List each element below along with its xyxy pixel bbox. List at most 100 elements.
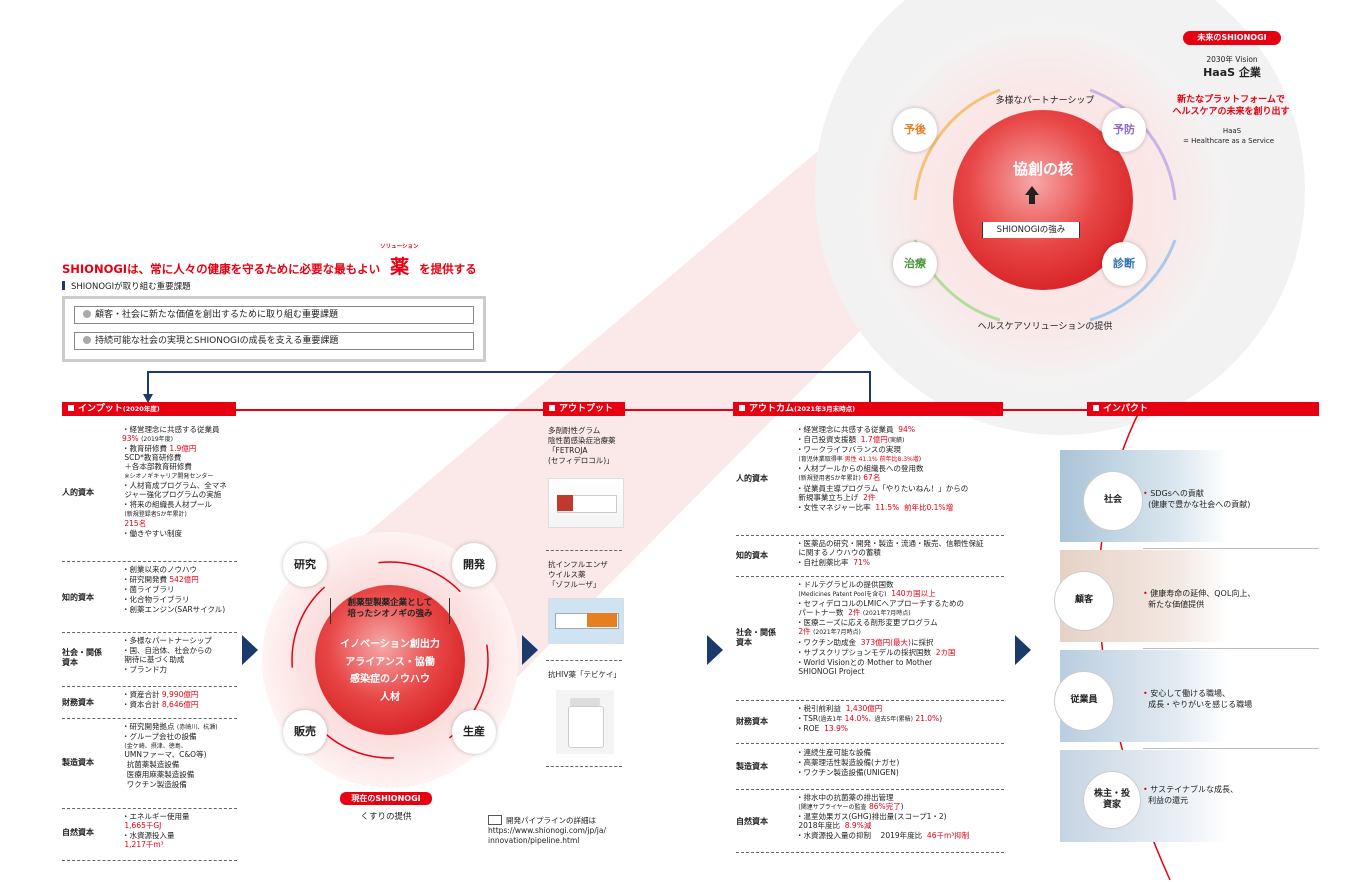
input-manufacturing-label: 製造資本 <box>62 758 94 767</box>
subheading: SHIONOGIが取り組む重要課題 <box>62 281 191 293</box>
vision-tagline-2: ヘルスケアの未来を創り出す <box>1172 107 1290 117</box>
product-image-fetroja <box>548 478 624 528</box>
impact-label-shareholder: 株主・投資家 <box>1083 771 1141 829</box>
headline-text-b: を提供する <box>419 262 477 276</box>
divider <box>736 852 1004 853</box>
node-yobo: 予防 <box>1102 108 1146 152</box>
impact-text-employee: • 安心して働ける職場、 成長・やりがいを感じる職場 <box>1143 689 1253 709</box>
core-strength-label: SHIONOGIの強み <box>982 222 1080 238</box>
ring-arc-purple <box>1089 88 1177 201</box>
core-circle <box>953 110 1133 290</box>
feedback-arrow <box>147 371 871 402</box>
divider <box>736 576 1004 577</box>
core-title: 協創の核 <box>1012 160 1073 178</box>
vision-year: 2030年 Vision <box>1206 55 1258 64</box>
header-line-2 <box>625 409 733 411</box>
outcome-social-items: ・ドルテグラビルの提供国数 (Medicines Patent Poolを含む)… <box>796 580 964 676</box>
node-shindan: 診断 <box>1102 242 1146 286</box>
haas-definition: = Healthcare as a Service <box>1183 137 1275 145</box>
product-image-xofluza <box>548 598 624 644</box>
pipeline-note: 開発パイプラインの詳細は https://www.shionogi.com/jp… <box>488 816 648 846</box>
chevron-right-icon <box>522 635 538 665</box>
divider <box>62 860 237 861</box>
headline-text-a: SHIONOGIは、常に人々の健康を守るために必要な最もよい <box>62 262 381 276</box>
ring-arc-orange <box>913 88 1001 201</box>
chevron-right-icon <box>1015 635 1031 665</box>
node-yogo: 予後 <box>893 108 937 152</box>
monitor-icon <box>488 815 502 825</box>
partnership-label: 多様なパートナーシップ <box>995 96 1095 106</box>
input-intellectual-items: ・創業以来のノウハウ ・研究開発費 542億円 ・菌ライブラリ ・化合物ライブラ… <box>122 565 226 614</box>
current-core-text: イノベーション創出力 アライアンス・協働 感染症のノウハウ 人材 <box>340 639 440 703</box>
feedback-arrowhead <box>143 394 153 403</box>
outcome-manufacturing-items: ・連続生産可能な設備 ・高薬理活性製造設備(ナガセ) ・ワクチン製造設備(UNI… <box>796 748 900 777</box>
current-badge: 現在のSHIONOGI <box>340 792 432 805</box>
input-financial-items: ・資産合計 9,990億円 ・資本合計 8,646億円 <box>122 690 199 709</box>
input-human-label: 人的資本 <box>62 488 94 497</box>
input-social-items: ・多様なパートナーシップ ・国、自治体、社会からの 期待に基づく助成 ・ブランド… <box>122 636 212 674</box>
current-tagline: くすりの提供 <box>360 812 412 822</box>
divider <box>62 686 237 687</box>
divider <box>546 550 622 551</box>
outcome-manufacturing-label: 製造資本 <box>736 762 768 771</box>
node-chiryo: 治療 <box>893 242 937 286</box>
vision-tagline-1: 新たなプラットフォームで <box>1177 95 1285 105</box>
subheading-marker <box>62 281 65 290</box>
headline-ruby: ソリューション <box>380 244 419 250</box>
current-ring <box>291 561 489 759</box>
impact-label-society: 社会 <box>1083 471 1143 531</box>
outcome-financial-label: 財務資本 <box>736 717 768 726</box>
headline: SHIONOGIは、常に人々の健康を守るために必要な最もよい ソリューション 薬… <box>62 244 477 280</box>
input-header: インプット(2020年度) <box>62 402 236 416</box>
ring-arc-blue <box>1089 239 1177 322</box>
output-product-1: 多剤耐性グラム陰性菌感染症治療薬「FETROJA(セフィデロコル)」 <box>548 426 616 465</box>
divider <box>1143 648 1319 649</box>
impact-text-customer: • 健康寿命の延伸、QOL向上、 新たな価値提供 <box>1143 589 1256 609</box>
output-header: アウトプット <box>543 402 625 416</box>
divider <box>62 632 237 633</box>
product-image-tivicay <box>556 690 614 754</box>
input-manufacturing-items: ・研究開発拠点 (赤崎川、杭瀬) ・グループ会社の設備 (金ケ崎、摂津、徳島、 … <box>122 722 218 790</box>
divider <box>1143 548 1319 549</box>
node-kaihatsu: 開発 <box>452 543 496 587</box>
bullet-icon <box>83 336 91 344</box>
current-strength: 創薬型製薬企業として培ったシオノギの強み <box>330 598 450 624</box>
header-line-1 <box>236 409 543 411</box>
pipeline-link[interactable]: https://www.shionogi.com/jp/ja/ <box>488 826 607 835</box>
divider <box>62 718 237 719</box>
divider <box>1143 748 1319 749</box>
input-natural-items: ・エネルギー使用量 1,665千GJ ・水資源投入量 1,217千m³ <box>122 812 190 849</box>
priority-issue-1: 顧客・社会に新たな価値を創出するために取り組む重要課題 <box>74 306 474 324</box>
impact-label-customer: 顧客 <box>1054 571 1114 631</box>
input-natural-label: 自然資本 <box>62 828 94 837</box>
outcome-human-items: ・経営理念に共感する従業員 94% ・自己投資支援額 1.7億円(実績) ・ワー… <box>796 425 969 512</box>
input-intellectual-label: 知的資本 <box>62 593 94 602</box>
node-kenkyu: 研究 <box>283 543 327 587</box>
chevron-right-icon <box>242 635 258 665</box>
output-product-3: 抗HIV薬「テビケイ」 <box>548 670 621 679</box>
divider <box>736 743 1004 744</box>
headline-kanji: 薬 <box>390 256 410 278</box>
node-seisan: 生産 <box>452 710 496 754</box>
future-badge: 未来のSHIONOGI <box>1183 31 1281 45</box>
impact-header: インパクト <box>1087 402 1319 416</box>
divider <box>736 789 1004 790</box>
vision-title: HaaS 企業 <box>1203 66 1261 79</box>
outcome-intellectual-items: ・医薬品の研究・開発・製造・流通・販売、信頼性保証 に関するノウハウの蓄積 ・自… <box>796 539 984 567</box>
up-arrow-stem <box>1029 195 1035 204</box>
node-hanbai: 販売 <box>283 710 327 754</box>
impact-text-society: • SDGsへの貢献 (健康で豊かな社会への貢献) <box>1143 489 1251 509</box>
priority-box <box>62 296 486 362</box>
outcome-natural-items: ・排水中の抗菌薬の排出管理 (関連サプライヤーの監査 86%完了) ・温室効果ガ… <box>796 793 970 841</box>
impact-text-shareholder: • サステイナブルな成長、 利益の還元 <box>1143 785 1238 805</box>
chevron-right-icon <box>707 635 723 665</box>
solutions-label: ヘルスケアソリューションの提供 <box>977 322 1113 332</box>
divider <box>62 808 237 809</box>
divider <box>736 700 1004 701</box>
up-arrow-icon <box>1025 186 1039 195</box>
divider <box>62 561 237 562</box>
outcome-intellectual-label: 知的資本 <box>736 551 768 560</box>
outcome-human-label: 人的資本 <box>736 474 768 483</box>
divider <box>736 535 1004 536</box>
